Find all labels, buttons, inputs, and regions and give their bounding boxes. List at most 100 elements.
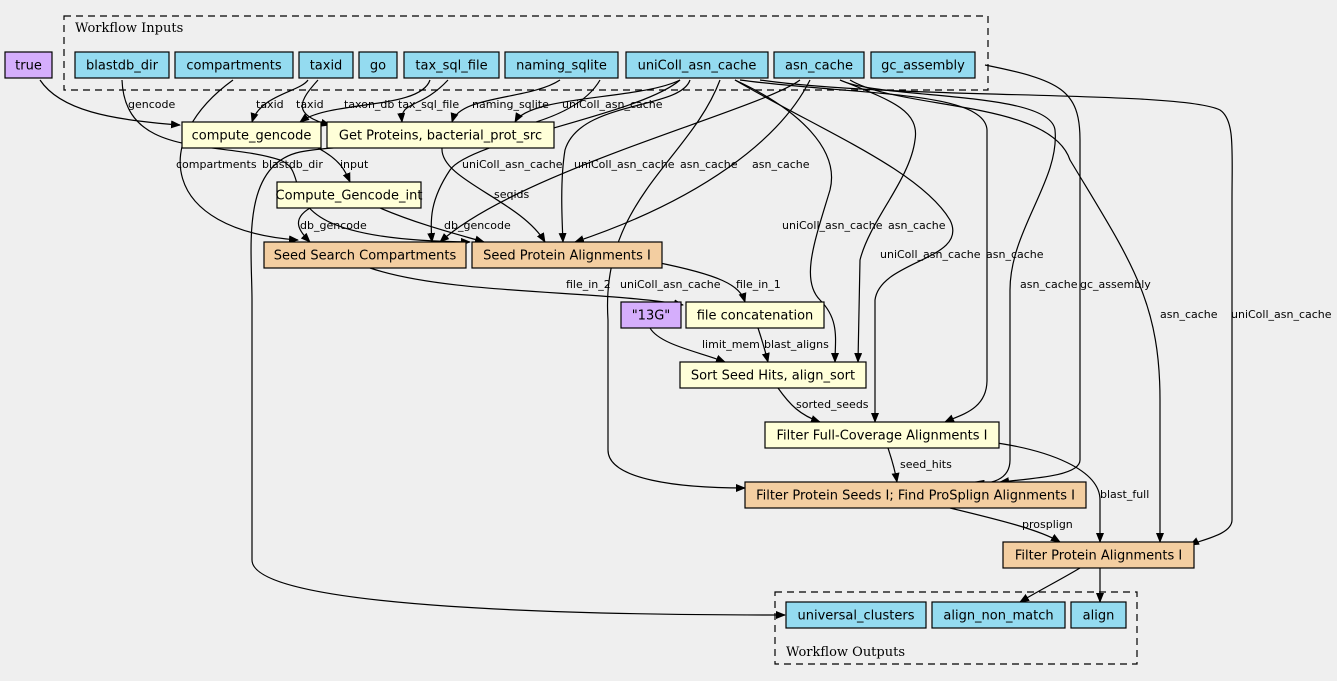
edge-label-asn-cache-1: asn_cache xyxy=(680,158,738,171)
node-taxid[interactable]: taxid xyxy=(298,51,354,79)
edge-gc-assembly-filter-seeds xyxy=(984,64,1081,486)
edge-asn-seed-search xyxy=(439,79,801,243)
node-file-concat-label: file concatenation xyxy=(697,309,814,324)
node-seed-protein[interactable]: Seed Protein Alignments I xyxy=(471,241,663,269)
node-filter-protein[interactable]: Filter Protein Alignments I xyxy=(1002,541,1195,569)
edge-compartments-seed-search xyxy=(179,79,299,244)
node-align-non-match[interactable]: align_non_match xyxy=(931,601,1066,629)
node-unicoll-asn-cache[interactable]: uniColl_asn_cache xyxy=(625,51,769,79)
node-filter-full[interactable]: Filter Full-Coverage Alignments I xyxy=(764,421,1000,449)
node-align-non-match-label: align_non_match xyxy=(943,609,1053,624)
node-filter-seeds[interactable]: Filter Protein Seeds I; Find ProSplign A… xyxy=(744,481,1087,509)
node-filter-seeds-label: Filter Protein Seeds I; Find ProSplign A… xyxy=(756,489,1075,504)
node-seed-search[interactable]: Seed Search Compartments xyxy=(263,241,467,269)
node-true[interactable]: true xyxy=(4,51,53,79)
workflow-inputs-title: Workflow Inputs xyxy=(75,21,183,36)
node-get-proteins[interactable]: Get Proteins, bacterial_prot_src xyxy=(326,121,555,149)
edge-asn-filter-seeds xyxy=(839,79,1056,488)
node-filter-protein-label: Filter Protein Alignments I xyxy=(1015,549,1182,564)
node-seed-search-label: Seed Search Compartments xyxy=(274,249,457,264)
edge-filter-seeds-filter-protein xyxy=(949,507,1061,543)
node-universal-clusters-label: universal_clusters xyxy=(798,609,915,624)
input-nodes: true blastdb_dir compartments taxid go t… xyxy=(4,51,976,79)
edge-get-proteins-seed-protein xyxy=(441,147,546,243)
edge-asn-sort-seed xyxy=(839,79,917,363)
edge-label-asn-cache-5: asn_cache xyxy=(1020,278,1078,291)
node-gc-assembly-label: gc_assembly xyxy=(881,59,965,74)
node-asn-cache[interactable]: asn_cache xyxy=(773,51,865,79)
edge-label-taxid-2: taxid xyxy=(296,98,324,111)
node-get-proteins-label: Get Proteins, bacterial_prot_src xyxy=(339,129,542,144)
edge-blastdb-seed-protein xyxy=(121,79,471,246)
node-true-label: true xyxy=(15,59,42,74)
node-13g[interactable]: "13G" xyxy=(620,301,682,329)
edge-label-gencode: gencode xyxy=(128,98,175,111)
edge-naming-get-proteins xyxy=(450,79,561,123)
node-tax-sql-file[interactable]: tax_sql_file xyxy=(403,51,500,79)
edge-asn-filter-protein xyxy=(849,79,1164,543)
edge-label-db-gencode-2: db_gencode xyxy=(444,219,511,232)
node-universal-clusters[interactable]: universal_clusters xyxy=(785,601,927,629)
node-sort-seed[interactable]: Sort Seed Hits, align_sort xyxy=(679,361,867,389)
edge-label-blast-full: blast_full xyxy=(1100,488,1149,501)
node-blastdb-dir[interactable]: blastdb_dir xyxy=(74,51,170,79)
edge-label-unicoll-6: uniColl_asn_cache xyxy=(620,278,721,291)
edge-label-prosplign: prosplign xyxy=(1022,518,1073,531)
edge-label-naming-sqlite: naming_sqlite xyxy=(472,98,549,111)
edge-unicoll-filter-protein xyxy=(759,79,1233,546)
edge-unicoll-sort-seed xyxy=(734,79,840,363)
node-compartments-label: compartments xyxy=(186,59,281,74)
output-nodes: universal_clusters align_non_match align xyxy=(785,601,1127,629)
node-compartments[interactable]: compartments xyxy=(174,51,294,79)
node-sort-seed-label: Sort Seed Hits, align_sort xyxy=(691,369,855,384)
node-gc-assembly[interactable]: gc_assembly xyxy=(870,51,976,79)
edge-label-blast-aligns: blast_aligns xyxy=(764,338,829,351)
edge-label-sorted-seeds: sorted_seeds xyxy=(796,398,869,411)
edge-tax-sql-get-proteins xyxy=(397,79,449,123)
node-compute-gencode-int[interactable]: Compute_Gencode_int xyxy=(276,181,423,209)
edge-label-unicoll-5: uniColl_asn_cache xyxy=(880,248,981,261)
node-naming-sqlite-label: naming_sqlite xyxy=(516,59,607,74)
node-tax-sql-file-label: tax_sql_file xyxy=(415,59,487,74)
edge-seed-search-file-concat xyxy=(369,267,684,308)
edge-filter-protein-align-non-match xyxy=(1019,567,1081,603)
workflow-outputs-title: Workflow Outputs xyxy=(786,645,905,660)
edge-get-proteins-compute-gencode-int xyxy=(317,147,351,183)
edge-file-concat-sort-seed xyxy=(757,327,770,363)
node-align[interactable]: align xyxy=(1070,601,1127,629)
node-file-concat[interactable]: file concatenation xyxy=(685,301,825,329)
edge-label-asn-cache-4: asn_cache xyxy=(986,248,1044,261)
edge-label-unicoll-7: uniColl_asn_cache xyxy=(1231,308,1332,321)
edge-unicoll-filter-full xyxy=(734,79,954,423)
edge-13g-sort-seed xyxy=(649,327,726,363)
step-nodes: compute_gencode Get Proteins, bacterial_… xyxy=(181,121,1195,569)
node-seed-protein-label: Seed Protein Alignments I xyxy=(483,249,651,264)
edge-unicoll-get-proteins xyxy=(514,79,681,123)
edge-label-seed-hits: seed_hits xyxy=(900,458,952,471)
edge-labels: gencode taxid taxid taxon_db tax_sql_fil… xyxy=(128,98,1332,531)
node-go-label: go xyxy=(370,59,386,74)
edge-unicoll-filter-seeds xyxy=(606,79,746,492)
edge-label-gc-assembly: gc_assembly xyxy=(1080,278,1151,291)
node-13g-label: "13G" xyxy=(632,309,671,324)
node-go[interactable]: go xyxy=(358,51,398,79)
edge-label-taxid-1: taxid xyxy=(256,98,284,111)
node-compute-gencode-int-label: Compute_Gencode_int xyxy=(276,189,423,204)
edge-label-asn-cache-2: asn_cache xyxy=(752,158,810,171)
edge-label-tax-sql-file: tax_sql_file xyxy=(398,98,459,111)
edge-label-file-in-1: file_in_1 xyxy=(736,278,781,291)
edge-asn-seed-protein xyxy=(574,79,811,243)
edge-label-asn-cache-3: asn_cache xyxy=(888,219,946,232)
edge-label-unicoll-4: uniColl_asn_cache xyxy=(782,219,883,232)
edge-filter-full-filter-seeds xyxy=(887,447,900,483)
workflow-inputs-cluster: Workflow Inputs xyxy=(63,15,989,91)
node-align-label: align xyxy=(1083,609,1115,624)
node-compute-gencode[interactable]: compute_gencode xyxy=(181,121,322,149)
node-naming-sqlite[interactable]: naming_sqlite xyxy=(504,51,619,79)
node-taxid-label: taxid xyxy=(310,59,343,74)
edge-unicoll-filter-full-2 xyxy=(739,79,988,423)
edge-label-file-in-2: file_in_2 xyxy=(566,278,611,291)
edge-compute-gencode-int-seed-search xyxy=(297,207,311,243)
